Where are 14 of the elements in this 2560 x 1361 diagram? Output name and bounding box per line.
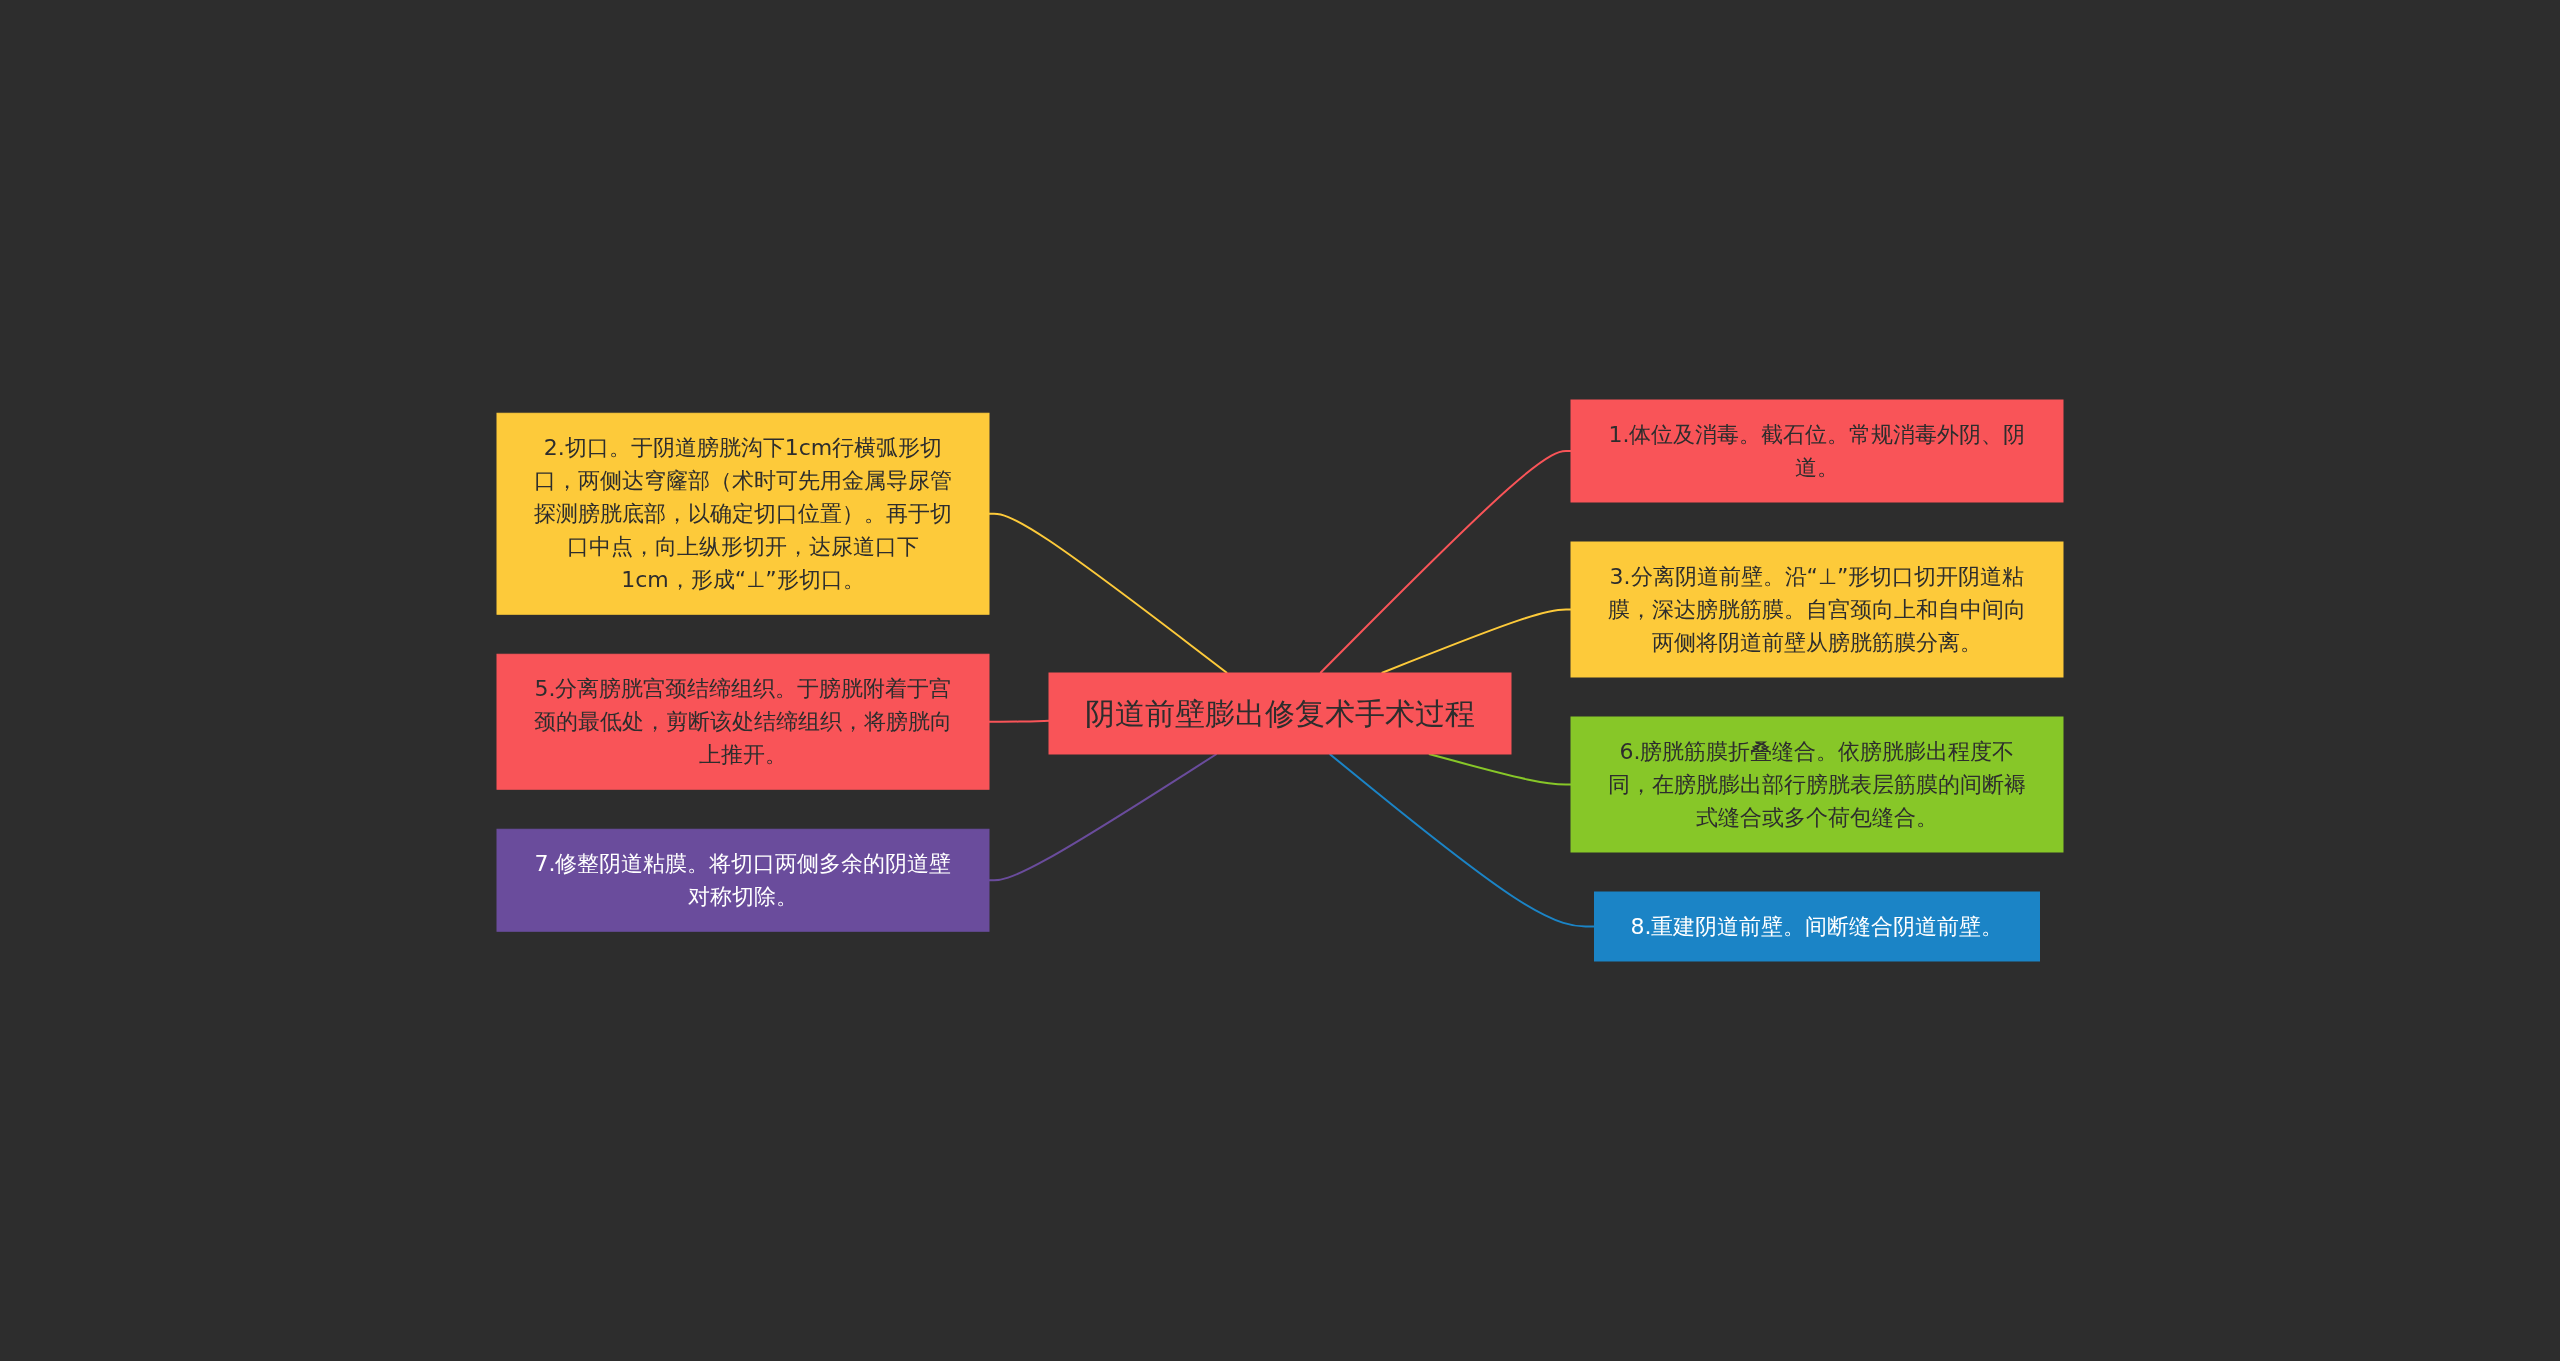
connector bbox=[1328, 753, 1596, 928]
connector bbox=[988, 719, 1050, 723]
connector bbox=[1319, 450, 1572, 674]
connector bbox=[988, 753, 1218, 882]
node-box: 3.分离阴道前壁。沿“⊥”形切口切开阴道粘膜，深达膀胱筋膜。自宫颈向上和自中间向两侧将阴道前壁从膀胱筋膜分离。 bbox=[1570, 541, 2064, 678]
node-box: 2.切口。于阴道膀胱沟下1cm行横弧形切口，两侧达穹窿部（术时可先用金属导尿管探测膀胱底部，以确定切口位置）。再于切口中点，向上纵形切开，达尿道口下1cm，形成“⊥”形切口。 bbox=[496, 412, 990, 615]
connector bbox=[988, 512, 1229, 674]
node-box: 8.重建阴道前壁。间断缝合阴道前壁。 bbox=[1594, 891, 2040, 962]
node-box: 5.分离膀胱宫颈结缔组织。于膀胱附着于宫颈的最低处，剪断该处结缔组织，将膀胱向上推开。 bbox=[496, 653, 990, 790]
node-box: 1.体位及消毒。截石位。常规消毒外阴、阴道。 bbox=[1570, 399, 2064, 503]
node-box: 阴道前壁膨出修复术手术过程 bbox=[1048, 672, 1512, 755]
connector bbox=[1380, 608, 1572, 674]
node-box: 7.修整阴道粘膜。将切口两侧多余的阴道壁对称切除。 bbox=[496, 828, 990, 932]
node-box: 6.膀胱筋膜折叠缝合。依膀胱膨出程度不同，在膀胱膨出部行膀胱表层筋膜的间断褥式缝合或多个荷包缝合。 bbox=[1570, 716, 2064, 853]
